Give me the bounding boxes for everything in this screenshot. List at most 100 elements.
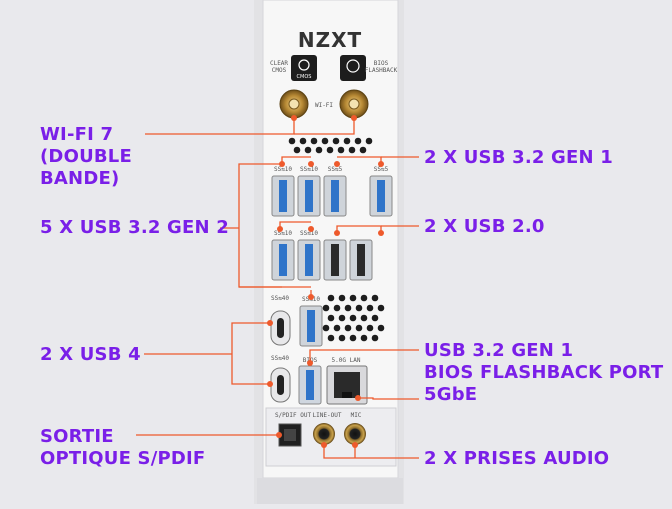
vent-hole — [327, 294, 335, 302]
dot-wifi-right — [351, 115, 357, 121]
callout-usb32-gen2: 5 X USB 3.2 GEN 2 — [40, 217, 229, 239]
leader-wifi7-right — [294, 118, 355, 135]
vent-hole — [371, 314, 379, 322]
callout-spdif-line2: OPTIQUE S/PDIF — [40, 448, 206, 469]
dot-usb-7 — [334, 230, 340, 236]
usb-port-tongue — [331, 180, 339, 212]
usb-port-label: SS⇆10 — [300, 230, 318, 237]
clear-cmos-group: CLEAR CMOS CMOS — [270, 55, 317, 81]
vent-hole — [355, 324, 363, 332]
callout-wifi7-line3: BANDE) — [40, 168, 120, 189]
bios-flashback-group: BIOS FLASHBACK — [340, 55, 398, 81]
vent-hole — [344, 304, 352, 312]
vent-hole — [349, 294, 357, 302]
bios-flashback-button[interactable] — [340, 55, 366, 81]
clear-cmos-label-1: CLEAR — [270, 60, 288, 67]
callout-usb32-gen1-line1: 2 X USB 3.2 GEN 1 — [424, 147, 613, 168]
usb-port-tongue — [305, 180, 313, 212]
mic-label: MIC — [351, 412, 362, 419]
clear-cmos-label-2: CMOS — [272, 67, 287, 74]
vent-hole — [310, 137, 318, 145]
usb4-label-bottom: SS⇆40 — [271, 355, 289, 362]
leader-usb20-a — [336, 225, 382, 233]
usb-port-tongue — [307, 310, 315, 342]
dot-wifi-left — [291, 115, 297, 121]
brand-logo: NZXT — [298, 28, 362, 52]
dot-spdif — [276, 432, 282, 438]
usb4-port-bottom-inner — [277, 375, 284, 395]
callout-wifi7: WI-FI 7 (DOUBLE BANDE) — [40, 124, 132, 190]
leader-usb4-bracket — [231, 322, 270, 385]
vent-hole — [355, 304, 363, 312]
leader-dots — [267, 115, 384, 448]
vent-hole — [288, 137, 296, 145]
vent-hole — [377, 324, 385, 332]
vent-hole — [327, 334, 335, 342]
callout-wifi7-line1: WI-FI 7 — [40, 124, 114, 145]
vent-hole — [359, 146, 367, 154]
vent-hole — [315, 146, 323, 154]
wifi-antenna-connectors: WI-FI — [279, 89, 369, 119]
lan-label: 5.0G LAN — [332, 357, 361, 364]
bios-flashback-label-1: BIOS — [374, 60, 389, 67]
mic-jack[interactable] — [344, 423, 366, 445]
vent-hole — [338, 334, 346, 342]
vent-hole — [326, 146, 334, 154]
usb-port-tongue — [279, 180, 287, 212]
usb-port-label: SS⇆10 — [274, 166, 292, 173]
dot-lan — [355, 395, 361, 401]
vent-hole — [366, 324, 374, 332]
wifi-label: WI-FI — [315, 102, 333, 109]
dot-usb-1 — [279, 161, 285, 167]
vent-hole — [343, 137, 351, 145]
usb-port-label: SS⇆5 — [328, 166, 343, 173]
vent-hole — [333, 304, 341, 312]
wifi-antenna-right-pin — [348, 98, 360, 110]
dot-lineout — [321, 442, 327, 448]
vent-hole — [332, 137, 340, 145]
vent-hole — [321, 137, 329, 145]
bios-usb-tongue — [306, 370, 314, 400]
callout-spdif: SORTIE OPTIQUE S/PDIF — [40, 426, 205, 470]
callout-audio-line1: 2 X PRISES AUDIO — [424, 448, 610, 469]
usb4-port-top-inner — [277, 318, 284, 338]
usb4-ports: SS⇆40 SS⇆40 — [270, 295, 291, 403]
usb-port-tongue — [357, 244, 365, 276]
dot-usb-4 — [378, 161, 384, 167]
vent-hole — [349, 334, 357, 342]
callout-audio: 2 X PRISES AUDIO — [424, 448, 609, 470]
dot-usb4-2 — [267, 381, 273, 387]
dot-usb-5 — [277, 226, 283, 232]
callout-flashback: USB 3.2 GEN 1 BIOS FLASHBACK PORT 5GbE — [424, 340, 663, 406]
leader-5gbe — [358, 397, 419, 400]
vent-holes — [288, 137, 385, 342]
vent-hole — [360, 334, 368, 342]
callout-wifi7-line2: (DOUBLE — [40, 146, 132, 167]
spdif-label: S/PDIF OUT — [275, 412, 312, 419]
usb-port-tongue — [377, 180, 385, 212]
vent-hole — [338, 314, 346, 322]
clear-cmos-button[interactable] — [291, 55, 317, 81]
callout-usb20: 2 X USB 2.0 — [424, 216, 545, 238]
callout-flashback-line2: BIOS FLASHBACK PORT — [424, 362, 664, 383]
dot-usb-6 — [308, 226, 314, 232]
vent-hole — [360, 294, 368, 302]
bios-flashback-label-2: FLASHBACK — [365, 67, 398, 74]
callout-flashback-line1: USB 3.2 GEN 1 — [424, 340, 574, 361]
dot-usb-8 — [378, 230, 384, 236]
cmos-button-caption: CMOS — [297, 74, 312, 80]
vent-hole — [338, 294, 346, 302]
vent-hole — [304, 146, 312, 154]
callout-usb32-gen1: 2 X USB 3.2 GEN 1 — [424, 147, 613, 169]
vent-hole — [365, 137, 373, 145]
callout-usb4: 2 X USB 4 — [40, 344, 141, 366]
dot-usb-2 — [308, 161, 314, 167]
callout-usb32-gen2-line1: 5 X USB 3.2 GEN 2 — [40, 217, 229, 238]
dot-usb-3 — [334, 161, 340, 167]
vent-hole — [327, 314, 335, 322]
usb-port-label: SS⇆10 — [274, 230, 292, 237]
line-out-jack[interactable] — [313, 423, 335, 445]
callout-usb20-line1: 2 X USB 2.0 — [424, 216, 545, 237]
vent-hole — [293, 146, 301, 154]
vent-hole — [299, 137, 307, 145]
